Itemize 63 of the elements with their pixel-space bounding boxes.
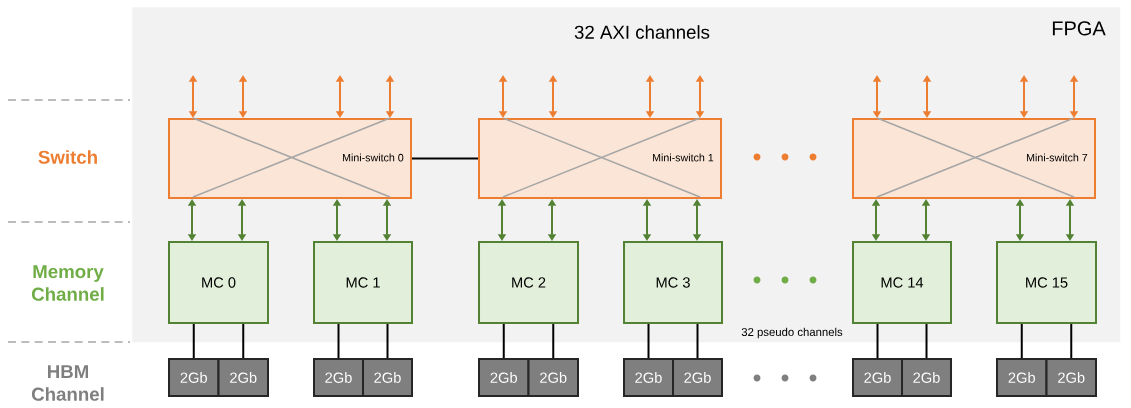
bidirectional-arrow [1019,75,1029,118]
row-label: Memory Channel [31,265,104,301]
bidirectional-arrow [237,199,247,241]
bidirectional-arrow [497,199,507,241]
switch-box: Mini-switch 7 [852,117,1096,199]
connecting-line [1020,323,1023,359]
bidirectional-arrow [1065,199,1075,241]
memory-chip-box: 2Gb [478,358,530,397]
heading-text: 32 AXI channels [574,25,710,39]
bidirectional-arrow [872,75,882,118]
memory-chip-box: 2Gb [362,358,413,397]
connecting-line [1070,323,1073,359]
connecting-line [502,323,505,359]
bidirectional-arrow [188,75,198,118]
connecting-line [696,323,699,359]
bidirectional-arrow [692,199,702,241]
memory-controller-box: MC 3 [623,241,723,324]
memory-chip-box: 2Gb [852,358,903,397]
bidirectional-arrow [547,199,557,241]
bidirectional-arrow [385,75,395,118]
connecting-line [337,323,340,359]
memory-chip-box: 2Gb [623,358,674,397]
bidirectional-arrow [332,199,342,241]
bidirectional-arrow [187,199,197,241]
memory-chip-box: 2Gb [313,358,364,397]
switch-box: Mini-switch 0 [168,117,412,199]
connecting-line [411,157,479,160]
memory-chip-box: 2Gb [672,358,723,397]
bidirectional-arrow [645,75,655,118]
memory-chip-box: 2Gb [1045,358,1097,397]
memory-chip-box: 2Gb [168,358,220,397]
connecting-line [386,323,389,359]
bidirectional-arrow [921,199,931,241]
memory-controller-box: MC 2 [478,241,579,324]
memory-controller-box: MC 14 [852,241,952,324]
memory-chip-box: 2Gb [901,358,952,397]
connecting-line [876,323,879,359]
bidirectional-arrow [238,75,248,118]
memory-chip-box: 2Gb [217,358,269,397]
memory-controller-box: MC 15 [996,241,1097,324]
bidirectional-arrow [548,75,558,118]
switch-box: Mini-switch 1 [478,117,722,199]
memory-controller-box: MC 0 [168,241,269,324]
bidirectional-arrow [335,75,345,118]
bidirectional-arrow [922,75,932,118]
row-label: Switch [38,150,97,164]
connecting-line [242,323,245,359]
annotation-text: 32 pseudo channels [741,327,843,339]
connecting-line [552,323,555,359]
bidirectional-arrow [871,199,881,241]
bidirectional-arrow [695,75,705,118]
connecting-line [647,323,650,359]
connecting-line [192,323,195,359]
memory-chip-box: 2Gb [996,358,1048,397]
memory-controller-box: MC 1 [313,241,413,324]
connecting-line [925,323,928,359]
memory-chip-box: 2Gb [527,358,579,397]
bidirectional-arrow [1015,199,1025,241]
row-label: HBM Channel [31,365,104,401]
bidirectional-arrow [642,199,652,241]
bidirectional-arrow [1069,75,1079,118]
bidirectional-arrow [498,75,508,118]
bidirectional-arrow [382,199,392,241]
